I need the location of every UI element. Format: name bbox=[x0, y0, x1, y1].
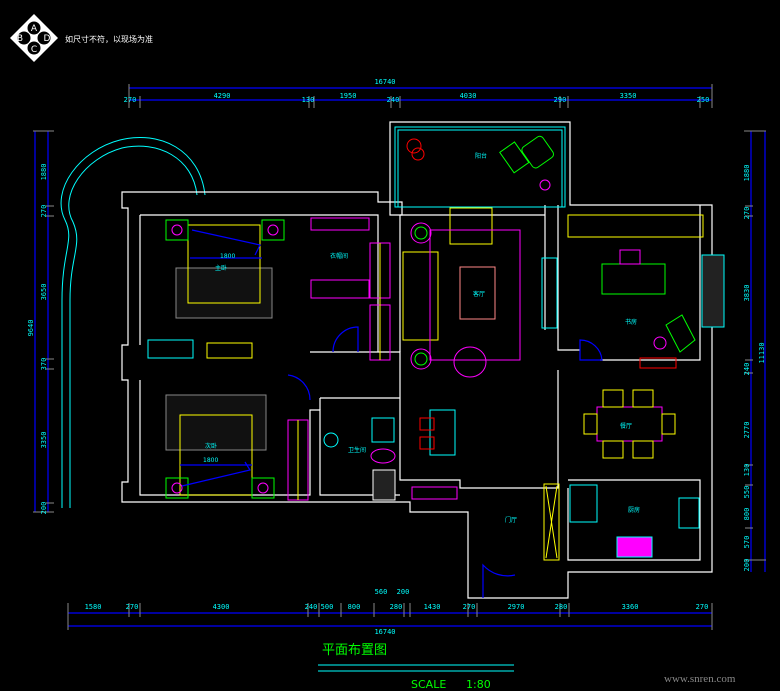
right-total-dimension: 11130 bbox=[758, 342, 766, 363]
dimension-label: 200 bbox=[397, 588, 410, 596]
bottom-total-dimension: 16740 bbox=[374, 628, 395, 636]
dimension-label: 270 bbox=[126, 603, 139, 611]
dimension-label: 3350 bbox=[40, 432, 48, 449]
dimension-label: 270 bbox=[40, 205, 48, 218]
compass-letter-c: C bbox=[31, 45, 37, 55]
room-label-kitchen: 厨房 bbox=[628, 506, 640, 514]
dimension-label: 200 bbox=[743, 559, 751, 572]
dimension-label: 240 bbox=[387, 96, 400, 104]
door-icon bbox=[579, 339, 603, 361]
room-label-second-bedroom: 次卧 bbox=[205, 442, 217, 450]
dimension-label: 370 bbox=[40, 358, 48, 371]
room-label-living-room: 客厅 bbox=[473, 290, 485, 298]
top-total-dimension: 16740 bbox=[374, 78, 395, 86]
door-icon bbox=[332, 326, 359, 353]
dimension-label: 240 bbox=[743, 363, 751, 376]
room-label-closet: 衣帽间 bbox=[330, 252, 348, 260]
dimension-label: 2770 bbox=[743, 422, 751, 439]
room-label-master-bedroom: 主卧 bbox=[215, 264, 227, 272]
bathroom: 卫生间 bbox=[323, 409, 458, 501]
bed-size-label: 1800 bbox=[220, 253, 235, 260]
dimension-label: 4290 bbox=[214, 92, 231, 100]
room-label-study: 书房 bbox=[625, 318, 637, 326]
scale-value: 1:80 bbox=[466, 678, 491, 691]
compass-letter-b: B bbox=[17, 34, 23, 44]
dimension-label: 280 bbox=[390, 603, 403, 611]
dimension-label: 270 bbox=[743, 207, 751, 220]
dimension-label: 200 bbox=[40, 502, 48, 515]
dimension-label: 500 bbox=[321, 603, 334, 611]
scale-label: SCALE bbox=[411, 678, 446, 691]
dimension-label: 1880 bbox=[743, 165, 751, 182]
living-room: 客厅 bbox=[402, 207, 558, 378]
dimension-label: 280 bbox=[555, 603, 568, 611]
dimension-label: 4300 bbox=[213, 603, 230, 611]
room-label-foyer: 门厅 bbox=[505, 516, 517, 524]
second-bedroom: 次卧 1800 bbox=[165, 374, 311, 501]
walls bbox=[121, 121, 713, 599]
study: 书房 bbox=[567, 214, 725, 369]
dimension-label: 3650 bbox=[40, 284, 48, 301]
dimension-label: 4030 bbox=[460, 92, 477, 100]
dimension-label: 3360 bbox=[622, 603, 639, 611]
terrace-curve bbox=[60, 136, 206, 508]
dimension-label: 3830 bbox=[743, 285, 751, 302]
right-dimension: 1880 270 3830 240 2770 130 550 800 570 2… bbox=[743, 130, 766, 572]
compass-icon: A B C D bbox=[10, 14, 58, 62]
dimension-label: 1430 bbox=[424, 603, 441, 611]
watermark: www.snren.com bbox=[664, 673, 736, 685]
dimension-label: 2970 bbox=[508, 603, 525, 611]
bed-size-label: 1800 bbox=[203, 457, 218, 464]
dimension-label: 270 bbox=[696, 603, 709, 611]
drawing-title: 平面布置图 bbox=[322, 643, 387, 658]
dimension-label: 550 bbox=[743, 486, 751, 499]
dimension-label: 1880 bbox=[40, 164, 48, 181]
room-label-bathroom: 卫生间 bbox=[348, 446, 366, 454]
entrance-door-icon bbox=[482, 563, 516, 598]
room-label-dining: 餐厅 bbox=[620, 422, 632, 430]
dimension-label: 270 bbox=[124, 96, 137, 104]
top-dimension: 16740 270 4290 130 1950 240 4030 290 335… bbox=[124, 78, 713, 108]
kitchen: 厨房 bbox=[569, 484, 700, 558]
dimension-label: 240 bbox=[305, 603, 318, 611]
dimension-label: 570 bbox=[743, 536, 751, 549]
room-label-balcony: 阳台 bbox=[475, 152, 487, 160]
terrace-curve-inner bbox=[68, 145, 198, 508]
compass-letter-a: A bbox=[31, 24, 38, 34]
dimension-label: 270 bbox=[463, 603, 476, 611]
bottom-dimension: 1580 270 4300 240 500 800 280 1430 270 2… bbox=[67, 588, 713, 636]
dimension-label: 3350 bbox=[620, 92, 637, 100]
dimension-label: 1580 bbox=[85, 603, 102, 611]
dimension-label: 1950 bbox=[340, 92, 357, 100]
dimension-label: 560 bbox=[375, 588, 388, 596]
master-bedroom: 1800 主卧 衣帽间 bbox=[147, 217, 391, 361]
legend-note: 如尺寸不符，以现场为准 bbox=[65, 34, 153, 44]
dimension-label: 290 bbox=[554, 96, 567, 104]
foyer: 门厅 bbox=[482, 483, 560, 598]
dimension-label: 250 bbox=[697, 96, 710, 104]
left-total-dimension: 9640 bbox=[27, 320, 35, 337]
dimension-label: 800 bbox=[743, 508, 751, 521]
dimension-label: 130 bbox=[302, 96, 315, 104]
dining-room: 餐厅 bbox=[583, 389, 676, 459]
dimension-label: 130 bbox=[743, 464, 751, 477]
balcony: 阳台 bbox=[394, 126, 566, 208]
dimension-label: 800 bbox=[348, 603, 361, 611]
plant-icon bbox=[406, 138, 422, 154]
left-dimension: 1880 270 3650 370 3350 200 9640 bbox=[27, 130, 54, 515]
compass-letter-d: D bbox=[44, 34, 51, 44]
